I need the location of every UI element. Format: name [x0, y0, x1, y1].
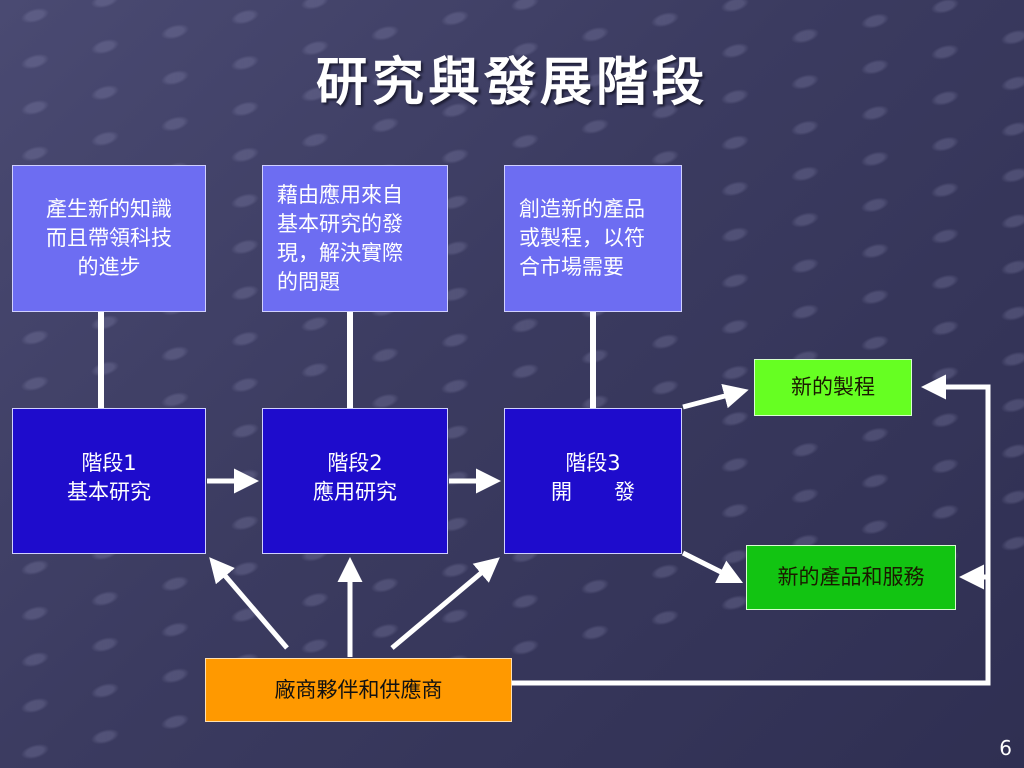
description-line: 創造新的產品	[519, 197, 645, 221]
description-line: 產生新的知識	[46, 197, 172, 221]
description-line: 而且帶領科技	[46, 226, 172, 250]
description-line: 現，解決實際	[277, 240, 403, 265]
description-line: 的進步	[77, 255, 141, 279]
page-title: 研究與發展階段	[315, 52, 708, 113]
feedback-line	[512, 374, 991, 686]
description-line: 或製程，以符	[519, 226, 645, 250]
description-line: 的問題	[277, 269, 340, 294]
description-box-stage3: 創造新的產品 或製程，以符 合市場需要	[504, 165, 682, 312]
stage-box-2: 階段2 應用研究	[262, 408, 448, 554]
stage-label: 階段2	[327, 451, 383, 475]
stage-box-1: 階段1 基本研究	[12, 408, 206, 554]
description-box-stage2: 藉由應用來自 基本研究的發 現，解決實際 的問題	[262, 165, 448, 312]
page-number: 6	[999, 736, 1012, 760]
arrow-stage3-process	[682, 383, 749, 410]
output-new-products: 新的產品和服務	[746, 545, 956, 610]
description-box-stage1: 產生新的知識 而且帶領科技 的進步	[12, 165, 206, 312]
arrow-partner-stage1	[209, 557, 289, 650]
arrow-stage3-products	[681, 550, 744, 584]
stage-name: 開 發	[551, 480, 635, 504]
stage-name: 基本研究	[67, 480, 151, 504]
output-new-process: 新的製程	[754, 359, 912, 416]
description-line: 基本研究的發	[277, 211, 403, 236]
description-line: 合市場需要	[519, 255, 624, 279]
arrow-partner-stage3	[390, 557, 500, 650]
partner-box: 廠商夥伴和供應商	[205, 658, 512, 722]
description-line: 藉由應用來自	[277, 182, 403, 207]
stage-name: 應用研究	[313, 480, 397, 504]
stage-label: 階段3	[565, 451, 621, 475]
stage-box-3: 階段3 開 發	[504, 408, 682, 554]
stage-label: 階段1	[81, 451, 137, 475]
